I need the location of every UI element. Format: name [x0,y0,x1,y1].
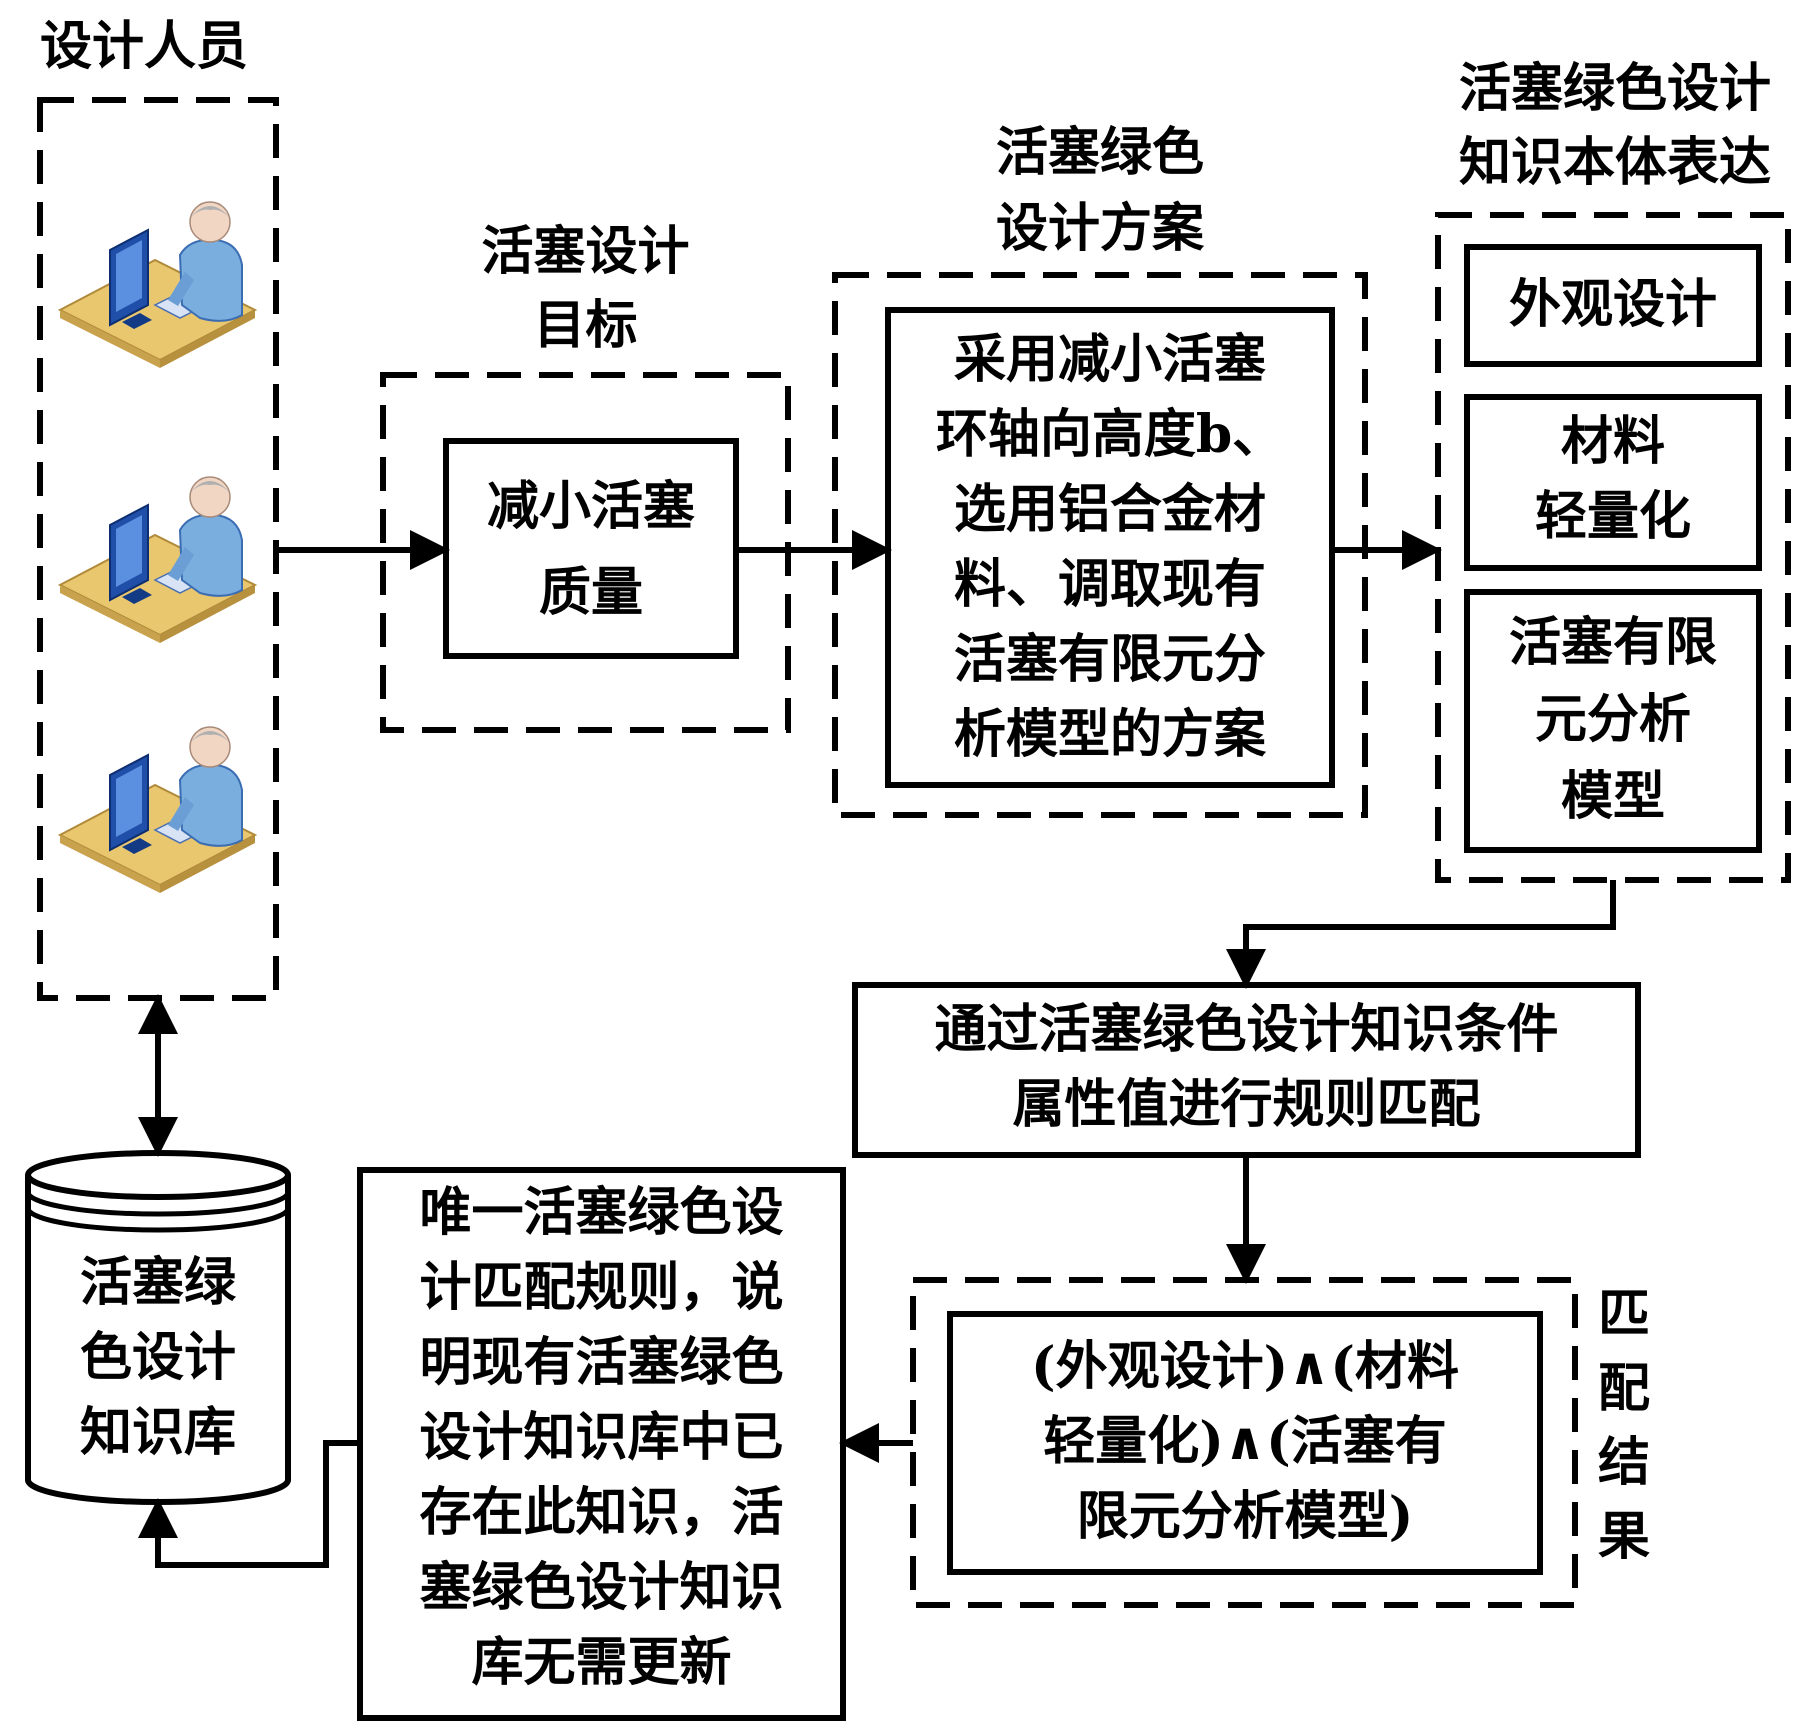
designer-icon-3 [59,726,256,894]
arrow-ontology-to-matching [1226,880,1616,989]
result-label-char-3: 结 [1598,1432,1651,1493]
ontology-item-1-line-1: 外观设计 [1508,274,1717,335]
rule-box-line-2: 计匹配规则，说 [419,1257,784,1318]
designer-icon-1 [59,201,256,369]
result-box-line-3: 限元分析模型) [1076,1486,1414,1547]
goal-box-line-2: 质量 [538,562,643,623]
rule-box-line-5: 存在此知识，活 [419,1482,784,1543]
scheme-box-line-4: 料、调取现有 [953,554,1266,615]
knowledge-base-line-2: 色设计 [79,1327,236,1388]
rule-box-line-7: 库无需更新 [471,1632,732,1693]
arrow-rule-to-knowledge-base [138,1440,360,1568]
ontology-item-3-line-1: 活塞有限 [1508,612,1717,673]
result-label-char-2: 配 [1598,1358,1651,1419]
scheme-panel [832,272,1368,818]
result-box [947,1311,1543,1575]
scheme-title-line-2: 设计方案 [995,198,1204,259]
scheme-box-line-2: 环轴向高度b、 [935,404,1285,465]
ontology-item-2-line-2: 轻量化 [1534,486,1691,547]
rule-box-line-6: 塞绿色设计知识 [419,1557,784,1618]
ontology-item-box-1 [1464,244,1762,367]
knowledge-base-line-3: 知识库 [79,1402,236,1463]
result-box-line-2: 轻量化)∧(活塞有 [1043,1411,1447,1472]
ontology-item-3-line-3: 模型 [1560,766,1665,827]
rule-box-line-4: 设计知识库中已 [419,1407,784,1468]
scheme-box-line-6: 析模型的方案 [953,704,1266,765]
scheme-title-line-1: 活塞绿色 [995,122,1204,183]
result-label-char-4: 果 [1598,1506,1651,1567]
ontology-item-box-2 [1464,394,1762,571]
knowledge-base-line-1: 活塞绿 [79,1252,236,1313]
ontology-item-box-3 [1464,589,1762,853]
matching-box-line-1: 通过活塞绿色设计知识条件 [934,999,1559,1060]
ontology-title-line-1: 活塞绿色设计 [1458,58,1771,119]
scheme-box-line-1: 采用减小活塞 [953,329,1266,390]
scheme-box-line-5: 活塞有限元分 [953,629,1266,690]
goal-title-line-1: 活塞设计 [481,221,690,282]
ontology-item-3-line-2: 元分析 [1534,689,1691,750]
goal-box-line-1: 减小活塞 [486,476,695,537]
database-cylinder-icon [25,1150,291,1505]
result-box-line-1: (外观设计)∧(材料 [1030,1336,1460,1397]
rule-box-line-1: 唯一活塞绿色设 [419,1182,784,1243]
designer-icon-2 [59,476,256,644]
designers-title: 设计人员 [40,16,249,77]
result-label-char-1: 匹 [1598,1284,1651,1345]
ontology-title-line-2: 知识本体表达 [1458,132,1771,193]
rule-box-line-3: 明现有活塞绿色 [419,1332,784,1393]
goal-title-line-2: 目标 [533,295,638,356]
scheme-box-line-3: 选用铝合金材 [953,479,1266,540]
matching-box-line-2: 属性值进行规则匹配 [1012,1074,1481,1135]
ontology-item-2-line-1: 材料 [1560,411,1665,472]
